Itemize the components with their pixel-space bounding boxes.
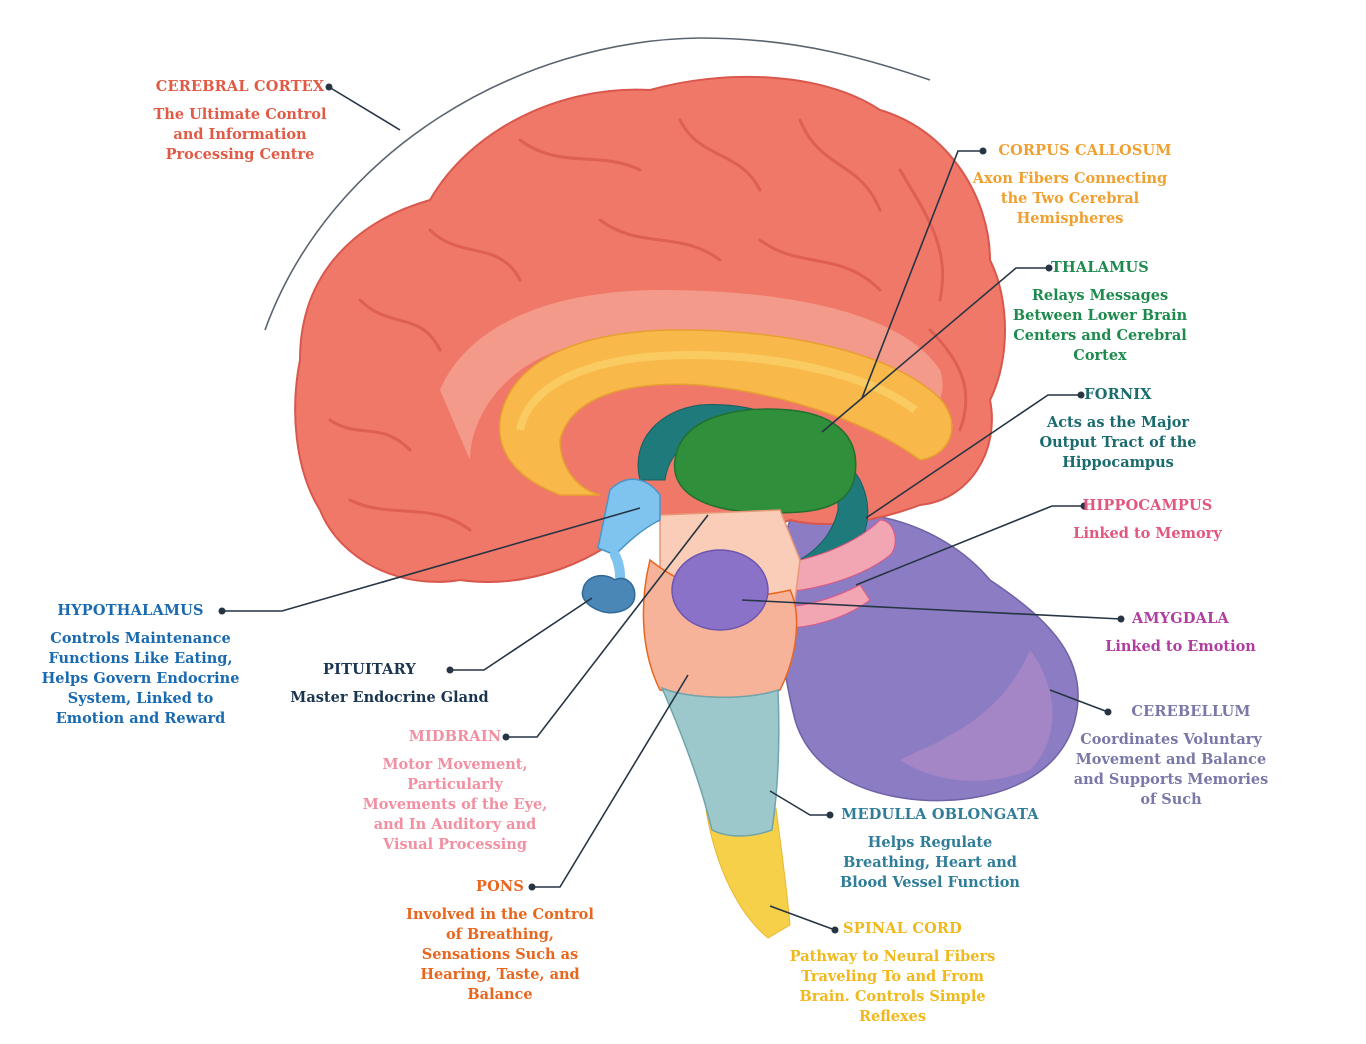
leader-pons xyxy=(532,674,689,888)
label-pons: PONS Involved in the Control of Breathin… xyxy=(395,877,605,1005)
cortex-arc xyxy=(264,37,931,331)
leader-hypothalamus xyxy=(222,507,641,612)
label-fornix: FORNIX Acts as the Major Output Tract of… xyxy=(1018,385,1218,473)
fornix-title: FORNIX xyxy=(1084,386,1152,403)
label-hypothalamus: HYPOTHALAMUS Controls Maintenance Functi… xyxy=(38,601,243,729)
label-hippocampus: HIPPOCAMPUS Linked to Memory xyxy=(1050,496,1245,544)
fornix-desc: Acts as the Major Output Tract of the Hi… xyxy=(1039,414,1197,471)
spinal-cord-title: SPINAL CORD xyxy=(843,920,962,937)
leader-hippocampus xyxy=(855,505,1084,586)
leader-spinal-cord xyxy=(769,905,836,931)
corpus-callosum-title: CORPUS CALLOSUM xyxy=(998,142,1172,159)
leader-corpus-callosum xyxy=(861,150,983,399)
leader-thalamus xyxy=(821,267,1049,433)
leader-pituitary xyxy=(450,597,593,671)
amygdala-title: AMYGDALA xyxy=(1132,610,1229,627)
thalamus-desc: Relays Messages Between Lower Brain Cent… xyxy=(1012,287,1188,364)
leader-amygdala xyxy=(741,599,1122,620)
hypothalamus-title: HYPOTHALAMUS xyxy=(57,602,204,619)
pons-desc: Involved in the Control of Breathing, Se… xyxy=(406,906,594,1003)
hypothalamus-desc: Controls Maintenance Functions Like Eati… xyxy=(41,630,240,727)
thalamus-shape xyxy=(673,408,857,514)
label-spinal-cord: SPINAL CORD Pathway to Neural Fibers Tra… xyxy=(780,919,1005,1027)
leader-midbrain xyxy=(506,514,709,738)
midbrain-title: MIDBRAIN xyxy=(408,728,502,745)
label-amygdala: AMYGDALA Linked to Emotion xyxy=(1088,609,1273,657)
medulla-title: MEDULLA OBLONGATA xyxy=(841,806,1039,823)
cerebral-cortex-desc: The Ultimate Control and Information Pro… xyxy=(153,106,327,163)
label-midbrain: MIDBRAIN Motor Movement, Particularly Mo… xyxy=(350,727,560,855)
leader-medulla xyxy=(769,790,830,816)
label-medulla: MEDULLA OBLONGATA Helps Regulate Breathi… xyxy=(820,805,1040,893)
cerebral-cortex-title: CEREBRAL CORTEX xyxy=(155,78,325,95)
pituitary-desc: Master Endocrine Gland xyxy=(290,689,489,706)
cerebellum-desc: Coordinates Voluntary Movement and Balan… xyxy=(1073,731,1269,808)
pituitary-shape xyxy=(581,574,636,614)
leader-cerebellum xyxy=(1049,689,1109,713)
label-thalamus: THALAMUS Relays Messages Between Lower B… xyxy=(1000,258,1200,366)
pons-title: PONS xyxy=(475,878,525,895)
amygdala-shape xyxy=(671,549,769,631)
pituitary-title: PITUITARY xyxy=(323,661,416,678)
hippocampus-title: HIPPOCAMPUS xyxy=(1082,497,1213,514)
label-corpus-callosum: CORPUS CALLOSUM Axon Fibers Connecting t… xyxy=(960,141,1180,229)
label-cerebral-cortex: CEREBRAL CORTEX The Ultimate Control and… xyxy=(135,77,345,165)
hypothalamus-shape xyxy=(597,478,661,556)
medulla-desc: Helps Regulate Breathing, Heart and Bloo… xyxy=(840,834,1020,891)
spinal-cord-shape xyxy=(705,807,791,939)
medulla-shape xyxy=(660,686,780,837)
thalamus-title: THALAMUS xyxy=(1051,259,1149,276)
midbrain-desc: Motor Movement, Particularly Movements o… xyxy=(362,756,548,853)
leader-cerebral-cortex xyxy=(328,86,401,131)
label-cerebellum: CEREBELLUM Coordinates Voluntary Movemen… xyxy=(1066,702,1276,810)
spinal-cord-desc: Pathway to Neural Fibers Traveling To an… xyxy=(789,948,996,1025)
amygdala-desc: Linked to Emotion xyxy=(1105,638,1256,655)
leader-fornix xyxy=(865,394,1081,519)
hippocampus-desc: Linked to Memory xyxy=(1073,525,1222,542)
corpus-callosum-desc: Axon Fibers Connecting the Two Cerebral … xyxy=(972,170,1168,227)
label-pituitary: PITUITARY Master Endocrine Gland xyxy=(282,660,497,708)
cerebellum-title: CEREBELLUM xyxy=(1131,703,1251,720)
